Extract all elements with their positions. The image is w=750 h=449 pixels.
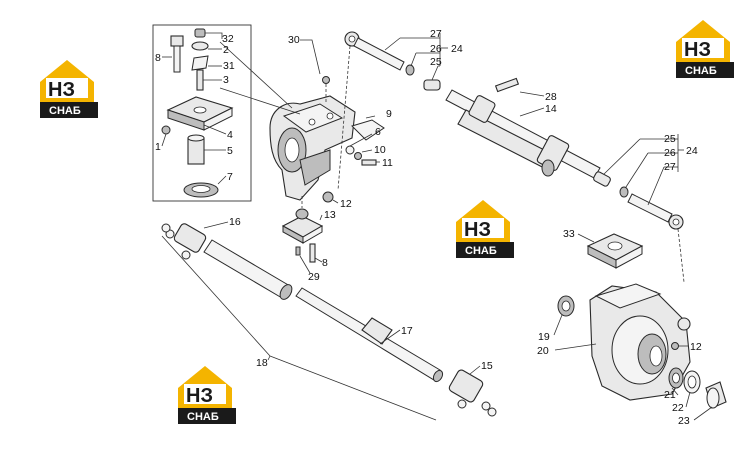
callout-26b: 26	[664, 147, 676, 159]
callout-2: 2	[223, 44, 229, 56]
brand-logo-center: НЗ СНАБ	[456, 200, 514, 258]
u-joint-part-15	[448, 365, 497, 417]
kingpin-detail-group	[152, 24, 252, 202]
logo-letters: НЗ	[186, 385, 213, 407]
callout-11: 11	[382, 157, 393, 169]
tie-rod-right-group	[593, 134, 685, 283]
callout-8: 8	[155, 52, 161, 64]
callout-1: 1	[155, 141, 161, 153]
cap-part-33	[577, 233, 644, 269]
logo-caption: СНАБ	[465, 245, 497, 257]
drive-shaft-group	[161, 221, 497, 421]
nut-part-26	[405, 64, 415, 76]
bolt-part-29	[295, 246, 301, 256]
tie-rod-end-part-27b	[627, 193, 673, 223]
callout-6: 6	[375, 126, 381, 138]
steering-arm-part-9	[351, 119, 385, 141]
knuckle-part-20	[554, 283, 691, 401]
callout-28: 28	[545, 91, 557, 103]
logo-caption: СНАБ	[49, 105, 81, 117]
callout-5: 5	[227, 145, 233, 157]
logo-caption: СНАБ	[187, 411, 219, 423]
callout-27b: 27	[664, 161, 676, 173]
callout-25b: 25	[664, 133, 676, 145]
lower-cap-group	[281, 196, 324, 274]
callout-10: 10	[374, 144, 386, 156]
logo-caption: СНАБ	[685, 65, 717, 77]
callout-18: 18	[256, 357, 268, 369]
washer-part-6	[345, 145, 355, 155]
callout-24: 24	[451, 43, 463, 55]
adjuster-part-25b	[593, 171, 611, 187]
callout-labels: 8 32 2 31 3 4 1 5 7 30 9 6 10 11 12 13 8…	[155, 28, 702, 427]
adjuster-part-25	[423, 79, 441, 91]
logo-letters: НЗ	[48, 79, 75, 101]
callout-3: 3	[223, 74, 229, 86]
callout-15: 15	[481, 360, 493, 372]
tie-rod-end-part-27	[353, 37, 405, 71]
callout-24b: 24	[686, 145, 698, 157]
callout-25: 25	[430, 56, 442, 68]
callout-27: 27	[430, 28, 442, 40]
nut-part-32	[194, 28, 206, 38]
callout-7: 7	[227, 171, 233, 183]
u-joint-part-16	[161, 221, 229, 260]
bolt-part-28	[494, 77, 520, 93]
brand-logo-top-right: НЗ СНАБ	[676, 20, 734, 78]
logo-letters: НЗ	[464, 219, 491, 241]
logo-letters: НЗ	[684, 39, 711, 61]
callout-13: 13	[324, 209, 336, 221]
callout-12b: 12	[690, 341, 702, 353]
callout-17: 17	[401, 325, 413, 337]
callout-20: 20	[537, 345, 549, 357]
steering-knuckle-upper	[219, 39, 385, 204]
callout-26: 26	[430, 43, 442, 55]
detail-frame	[152, 24, 252, 202]
callout-29: 29	[308, 271, 320, 283]
washer-part-2	[191, 41, 209, 51]
bolt-part-11	[361, 159, 377, 166]
callout-9: 9	[386, 108, 392, 120]
steering-knuckle-lower	[553, 233, 727, 421]
callout-14: 14	[545, 103, 557, 115]
callout-12: 12	[340, 198, 352, 210]
pin-part-3	[196, 69, 204, 91]
callout-21: 21	[664, 389, 676, 401]
cap-part-12	[322, 191, 334, 203]
nut-part-30	[322, 76, 330, 84]
bolt-part-8	[170, 35, 184, 73]
callout-23: 23	[678, 415, 690, 427]
bolt-part-8b	[309, 243, 316, 263]
callout-4: 4	[227, 129, 233, 141]
steering-cylinder-part-14	[445, 77, 601, 179]
bushing-part-5	[187, 137, 205, 165]
callout-32: 32	[222, 33, 234, 45]
nut-part-10	[354, 152, 362, 160]
fitting-part-1	[161, 125, 171, 135]
callout-22: 22	[672, 402, 684, 414]
cap-part-12b	[671, 342, 679, 350]
callout-8b: 8	[322, 257, 328, 269]
tie-rod-upper-group	[337, 31, 448, 191]
callout-16: 16	[229, 216, 241, 228]
clip-part-31	[191, 55, 209, 71]
callout-19: 19	[538, 331, 550, 343]
callout-30: 30	[288, 34, 300, 46]
brand-logo-bottom-left: НЗ СНАБ	[178, 366, 236, 424]
callout-31: 31	[223, 60, 235, 72]
nut-part-26b	[619, 186, 629, 198]
brand-logo-top-left: НЗ СНАБ	[40, 60, 98, 118]
callout-33: 33	[563, 228, 575, 240]
